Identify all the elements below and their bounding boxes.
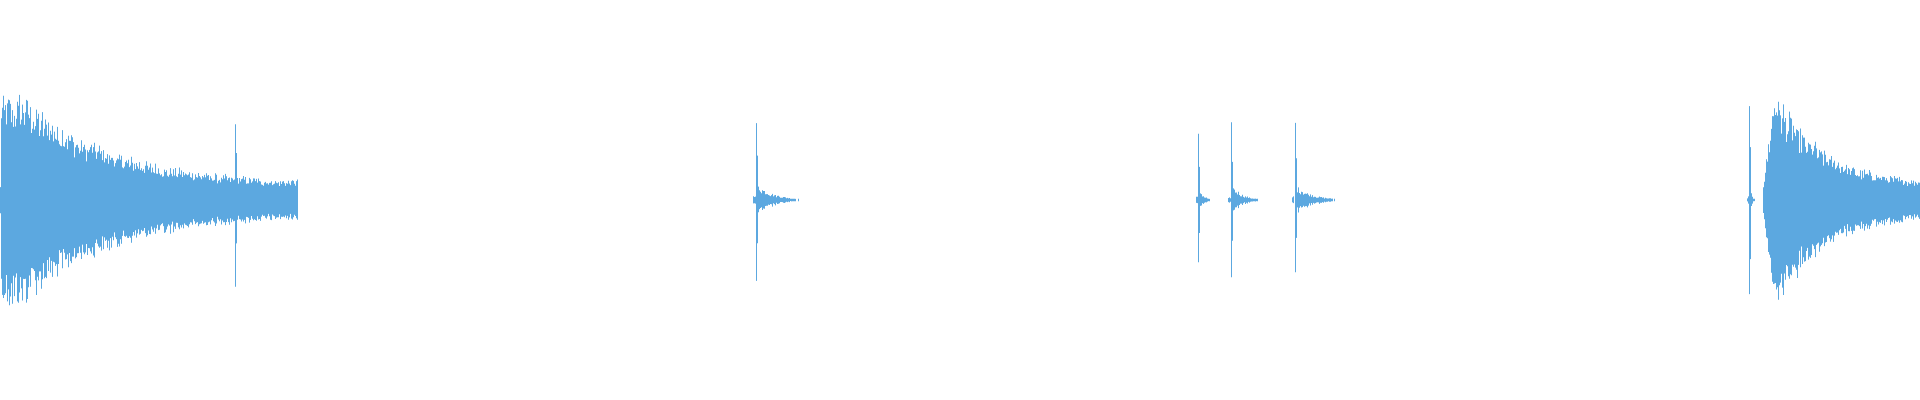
waveform-bars	[0, 94, 1920, 306]
waveform-path	[0, 94, 1920, 306]
